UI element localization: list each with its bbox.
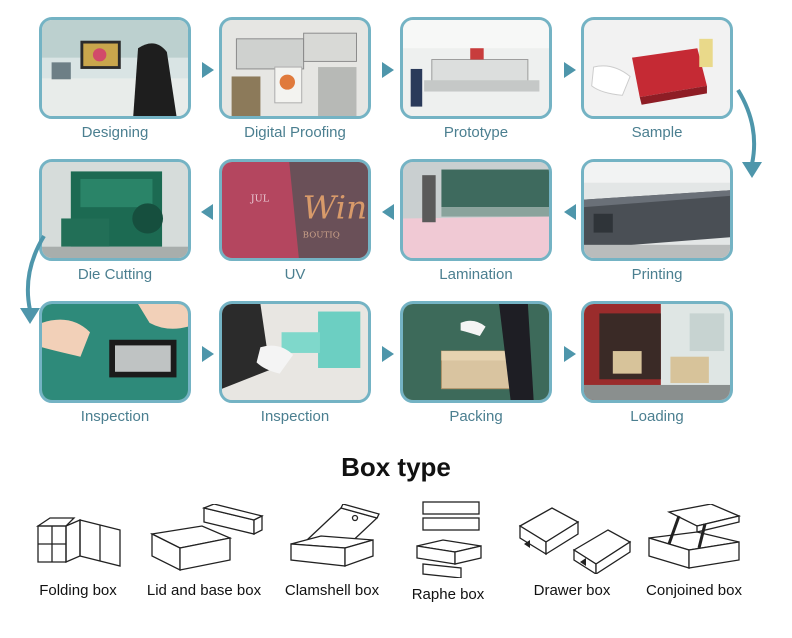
drawer-box-icon [512, 504, 632, 574]
step-label: Printing [581, 266, 733, 283]
inspection-photo [219, 301, 371, 403]
step-lamination: Lamination [400, 159, 552, 283]
step-prototype: Prototype [400, 17, 552, 141]
step-inspection-1: Inspection [39, 301, 191, 425]
box-type-label: Folding box [14, 582, 142, 599]
printing-photo [581, 159, 733, 261]
sample-photo [581, 17, 733, 119]
designing-photo [39, 17, 191, 119]
box-type-drawer: Drawer box [508, 504, 636, 599]
flow-arrow-right [564, 62, 576, 78]
box-type-conjoined: Conjoined box [630, 504, 758, 599]
prototype-photo [400, 17, 552, 119]
folding-box-icon [28, 504, 128, 574]
flow-arrow-curve-down [730, 86, 770, 182]
inspection-photo [39, 301, 191, 403]
lamination-photo [400, 159, 552, 261]
step-label: Loading [581, 408, 733, 425]
lid-and-base-box-icon [144, 504, 264, 574]
step-label: Inspection [219, 408, 371, 425]
flow-arrow-left [382, 204, 394, 220]
uv-brand-small: JUL [250, 194, 270, 205]
flow-arrow-right [564, 346, 576, 362]
step-inspection-2: Inspection [219, 301, 371, 425]
step-label: Packing [400, 408, 552, 425]
step-label: Sample [581, 124, 733, 141]
die-cutting-photo [39, 159, 191, 261]
step-label: Designing [39, 124, 191, 141]
box-type-title: Box type [0, 452, 792, 483]
flow-arrow-right [382, 346, 394, 362]
digital-proofing-photo [219, 17, 371, 119]
step-label: Inspection [39, 408, 191, 425]
flow-arrow-left [564, 204, 576, 220]
step-loading: Loading [581, 301, 733, 425]
box-type-label: Raphe box [384, 586, 512, 603]
step-label: Prototype [400, 124, 552, 141]
raphe-box-icon [403, 500, 493, 578]
step-label: Digital Proofing [219, 124, 371, 141]
box-type-clamshell: Clamshell box [268, 504, 396, 599]
box-type-label: Clamshell box [268, 582, 396, 599]
uv-photo: JUL Win BOUTIQ [219, 159, 371, 261]
uv-brand-sub: BOUTIQ [303, 230, 340, 240]
flow-arrow-right [202, 346, 214, 362]
step-designing: Designing [39, 17, 191, 141]
step-uv: JUL Win BOUTIQ UV [219, 159, 371, 283]
box-type-folding: Folding box [14, 504, 142, 599]
uv-brand-script: Win [303, 189, 367, 227]
step-die-cutting: Die Cutting [39, 159, 191, 283]
box-type-label: Conjoined box [630, 582, 758, 599]
packing-photo [400, 301, 552, 403]
step-label: UV [219, 266, 371, 283]
step-label: Die Cutting [39, 266, 191, 283]
box-type-raphe: Raphe box [384, 500, 512, 603]
flow-arrow-right [382, 62, 394, 78]
loading-photo [581, 301, 733, 403]
box-type-label: Drawer box [508, 582, 636, 599]
conjoined-box-icon [639, 504, 749, 574]
box-type-lid-and-base: Lid and base box [140, 504, 268, 599]
step-digital-proofing: Digital Proofing [219, 17, 371, 141]
flow-arrow-left [201, 204, 213, 220]
box-type-label: Lid and base box [140, 582, 268, 599]
flow-arrow-right [202, 62, 214, 78]
clamshell-box-icon [277, 504, 387, 574]
step-packing: Packing [400, 301, 552, 425]
step-printing: Printing [581, 159, 733, 283]
step-sample: Sample [581, 17, 733, 141]
step-label: Lamination [400, 266, 552, 283]
